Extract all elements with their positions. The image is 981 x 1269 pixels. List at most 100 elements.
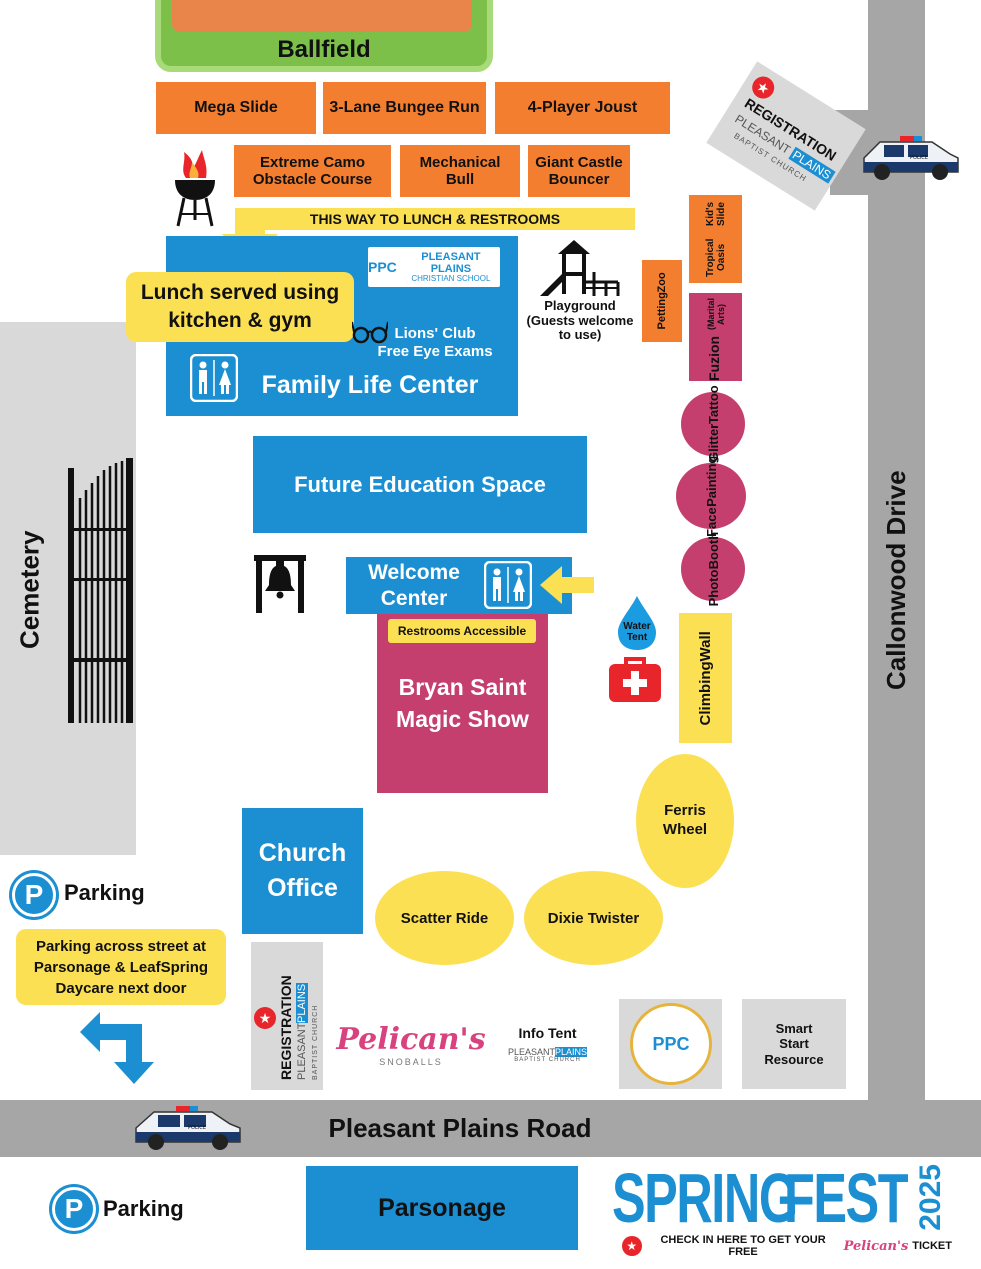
magic-show-label: Bryan Saint Magic Show bbox=[377, 665, 548, 741]
police-car-icon-bottom: POLICE bbox=[135, 1106, 241, 1150]
springfest-word-2: FEST bbox=[784, 1159, 908, 1237]
tropical-line-1: Tropical Oasis bbox=[704, 238, 727, 277]
playground-line-2: (Guests welcome bbox=[526, 312, 634, 328]
registration-org1-bottom: PLEASANT bbox=[296, 1022, 308, 1080]
climbing-wall: Climbing Wall bbox=[679, 613, 732, 743]
parking-icon-lower: P bbox=[52, 1187, 96, 1231]
cemetery-gate-icon bbox=[68, 458, 133, 723]
ballfield-infield bbox=[172, 0, 472, 32]
smart-start-resource: Smart Start Resource bbox=[742, 999, 846, 1089]
welcome-center bbox=[346, 557, 572, 614]
tropical-line-2: Kid's Slide bbox=[704, 201, 727, 226]
ferris-line-2: Wheel bbox=[662, 821, 708, 838]
springfest-word-1: SPRING bbox=[612, 1159, 798, 1237]
mechanical-bull: Mechanical Bull bbox=[400, 145, 520, 197]
info-tent-org1: PLEASANT bbox=[507, 1047, 555, 1057]
lions-club-line-1: Lions' Club bbox=[394, 325, 476, 342]
cemetery-label: Cemetery bbox=[14, 530, 45, 650]
lunch-banner-text: THIS WAY TO LUNCH & RESTROOMS bbox=[309, 211, 561, 227]
ppcs-seal-initials: PPC bbox=[652, 1033, 690, 1054]
fuzion-line-2: (Marital Arts) bbox=[705, 298, 726, 331]
fuzion-martial-arts: Fuzion (Marital Arts) bbox=[689, 293, 742, 381]
player-joust: 4-Player Joust bbox=[495, 82, 670, 134]
smart-start-line-1: Smart bbox=[775, 1020, 813, 1036]
bungee-run: 3-Lane Bungee Run bbox=[323, 82, 486, 134]
petting-zoo: Petting Zoo bbox=[642, 260, 682, 342]
playground-line-1: Playground bbox=[544, 297, 616, 313]
ppcs-logo: PPC PLEASANT PLAINS CHRISTIAN SCHOOL bbox=[368, 247, 500, 287]
checkin-brand: Pelican's bbox=[843, 1238, 909, 1254]
restroom-icon bbox=[190, 354, 238, 402]
camo-line-1: Extreme Camo bbox=[259, 154, 366, 171]
restrooms-accessible-badge: Restrooms Accessible bbox=[388, 619, 536, 643]
police-car-icon-top: POLICE bbox=[863, 136, 959, 180]
petting-zoo-line-1: Petting bbox=[656, 292, 668, 330]
parking-note-line-1: Parking across street at bbox=[35, 937, 207, 955]
fuzion-line-1: Fuzion bbox=[705, 335, 722, 381]
ppcs-logo-line-2: CHRISTIAN SCHOOL bbox=[411, 273, 491, 283]
checkin-text-1: CHECK IN HERE TO GET YOUR FREE bbox=[660, 1234, 826, 1258]
water-line-1: Water bbox=[623, 620, 651, 632]
ferris-wheel: Ferris Wheel bbox=[636, 754, 734, 888]
pelicans-logo: Pelican's SNOBALLS bbox=[336, 1006, 485, 1082]
info-tent: Info Tent PLEASANTPLAINS BAPTIST CHURCH bbox=[496, 999, 599, 1089]
pelicans-logo-sub: SNOBALLS bbox=[379, 1056, 443, 1067]
ppcs-seal: PPC bbox=[630, 1003, 712, 1085]
pleasant-plains-road-label: Pleasant Plains Road bbox=[328, 1113, 592, 1143]
smart-start-line-2: Start bbox=[779, 1036, 809, 1052]
photo-line-1: Photo bbox=[705, 569, 721, 607]
welcome-arrow-icon bbox=[540, 566, 594, 604]
scatter-ride-label: Scatter Ride bbox=[400, 909, 489, 927]
playground-line-3: to use) bbox=[558, 327, 602, 343]
info-tent-org3: BAPTIST CHURCH bbox=[514, 1057, 581, 1063]
parking-note-line-3: Daycare next door bbox=[55, 979, 187, 997]
registration-org2-bottom: PLAINS bbox=[296, 983, 308, 1023]
glitter-line-2: Tattoo bbox=[705, 385, 721, 425]
springfest-logo: SPRING FEST 2025 bbox=[608, 1159, 948, 1237]
parking-icon-letter-lower: P bbox=[64, 1193, 84, 1224]
info-tent-org2: PLAINS bbox=[555, 1047, 588, 1057]
dixie-twister-label: Dixie Twister bbox=[547, 909, 640, 927]
checkin-star-icon: ★ bbox=[622, 1236, 642, 1256]
magic-line-1: Bryan Saint bbox=[398, 673, 527, 700]
checkin-text-2: TICKET bbox=[912, 1240, 952, 1252]
water-tent-label: Water Tent bbox=[612, 618, 662, 646]
climbing-line-1: Climbing bbox=[697, 661, 714, 726]
church-office-line-1: Church bbox=[258, 839, 347, 867]
welcome-line-1: Welcome bbox=[368, 561, 460, 585]
face-painting: Face Painting bbox=[676, 456, 746, 536]
ppcs-logo-line-1: PLEASANT PLAINS bbox=[421, 250, 481, 275]
ballfield-label: Ballfield bbox=[277, 36, 371, 63]
info-tent-label: Info Tent bbox=[518, 1025, 577, 1041]
smart-start-line-3: Resource bbox=[764, 1051, 824, 1067]
water-drop-icon bbox=[618, 596, 656, 650]
photo-booth: Photo Booth bbox=[681, 532, 745, 606]
climbing-line-2: Wall bbox=[697, 630, 714, 662]
springfest-year: 2025 bbox=[914, 1164, 947, 1231]
police-text-bottom: POLICE bbox=[188, 1125, 206, 1131]
glasses-icon bbox=[352, 321, 388, 344]
camo-obstacle-course: Extreme Camo Obstacle Course bbox=[234, 145, 391, 197]
bull-line-1: Mechanical bbox=[419, 154, 501, 171]
pelicans-logo-name: Pelican's bbox=[336, 1021, 486, 1057]
registration-org3-bottom: BAPTIST CHURCH bbox=[312, 1004, 319, 1080]
mega-slide-label: Mega Slide bbox=[194, 99, 278, 116]
face-line-2: Painting bbox=[703, 455, 719, 507]
parking-icon-letter-upper: P bbox=[24, 879, 44, 910]
parsonage-label: Parsonage bbox=[378, 1193, 506, 1222]
castle-line-2: Bouncer bbox=[548, 171, 610, 188]
turn-arrow-icon bbox=[80, 1012, 154, 1084]
parking-label-lower: Parking bbox=[103, 1196, 184, 1221]
lunch-banner: THIS WAY TO LUNCH & RESTROOMS bbox=[235, 208, 635, 230]
bull-line-2: Bull bbox=[445, 171, 475, 188]
registration-star-icon-bottom: ★ bbox=[254, 1007, 276, 1029]
magic-show bbox=[377, 614, 548, 793]
welcome-center-label: Welcome Center bbox=[350, 558, 478, 613]
playground-label: Playground (Guests welcome to use) bbox=[516, 297, 644, 345]
registration-title-bottom: REGISTRATION bbox=[278, 975, 294, 1080]
checkin-line: ★ CHECK IN HERE TO GET YOUR FREE Pelican… bbox=[622, 1234, 952, 1258]
magic-line-2: Magic Show bbox=[396, 706, 529, 732]
tropical-oasis-slide: Tropical Oasis Kid's Slide bbox=[689, 195, 742, 283]
restroom-icon-welcome bbox=[484, 561, 532, 609]
parking-note: Parking across street at Parsonage & Lea… bbox=[16, 929, 226, 1005]
